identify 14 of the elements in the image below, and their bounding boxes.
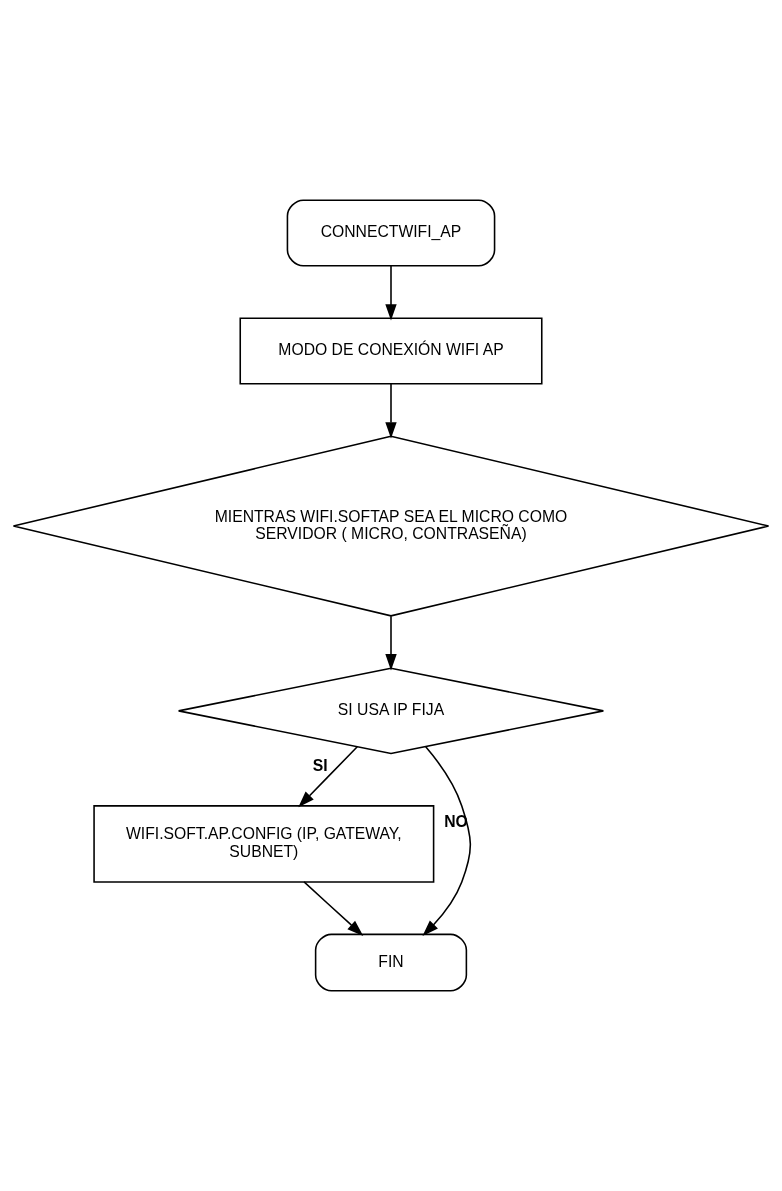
node-box: CONNECTWIFI_AP (286, 199, 496, 267)
arrow (385, 615, 397, 671)
node-box: MODO DE CONEXIÓN WIFI AP (239, 317, 543, 385)
edge-label: SI (312, 756, 328, 774)
node-diamond: SI USA IP FIJA (177, 667, 605, 755)
node-box: FIN (314, 933, 468, 992)
arrow (298, 746, 359, 808)
node-diamond: MIENTRAS WIFI.SOFTAP SEA EL MICRO COMO SERVIDOR ( MICRO, CONTRASEÑA) (12, 435, 770, 617)
arrow (385, 265, 397, 321)
arrow (422, 746, 472, 937)
arrow (385, 383, 397, 439)
edge-label: NO (444, 812, 468, 830)
arrow (303, 881, 364, 936)
node-box: WIFI.SOFT.AP.CONFIG (IP, GATEWAY, SUBNET) (93, 805, 435, 883)
